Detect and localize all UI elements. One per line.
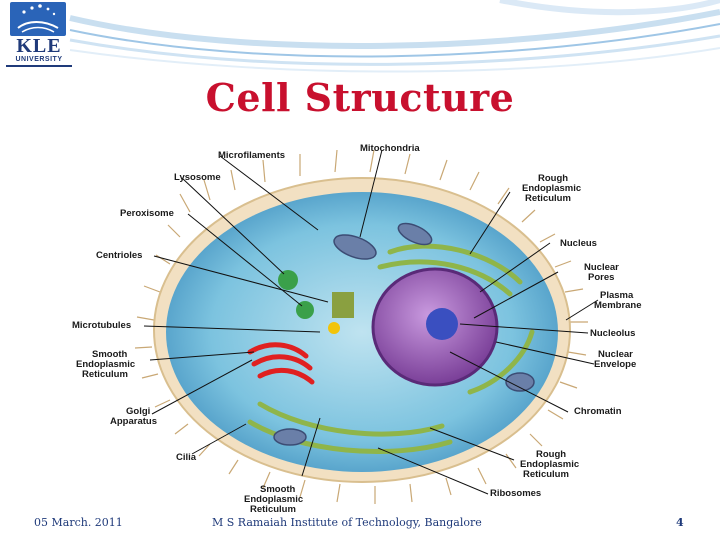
label-rough-er-1: Rough: [538, 173, 568, 184]
label-chromatin: Chromatin: [574, 406, 622, 417]
footer-date: 05 March. 2011: [34, 516, 123, 529]
label-centrioles: Centrioles: [96, 250, 142, 261]
logo-emblem: [10, 2, 66, 36]
label-smooth-er-bottom-3: Reticulum: [250, 504, 296, 514]
label-smooth-er-2: Endoplasmic: [76, 359, 135, 370]
cytoplasm-shape: [166, 192, 558, 472]
label-rough-er-bottom-1: Rough: [536, 449, 566, 460]
nucleolus-shape: [426, 308, 458, 340]
label-nucleolus: Nucleolus: [590, 328, 635, 339]
label-cilia: Cilia: [176, 452, 197, 463]
footer-institution: M S Ramaiah Institute of Technology, Ban…: [212, 516, 482, 529]
page-number: 4: [676, 516, 684, 529]
label-rough-er-bottom-2: Endoplasmic: [520, 459, 579, 470]
centrioles-shape: [332, 292, 354, 318]
label-rough-er-bottom-3: Reticulum: [523, 469, 569, 480]
diagram-labels: Microfilaments Mitochondria Lysosome Rou…: [72, 143, 642, 514]
label-smooth-er-1: Smooth: [92, 349, 128, 360]
logo-text: KLE: [16, 35, 62, 57]
cell-diagram: Microfilaments Mitochondria Lysosome Rou…: [70, 142, 648, 514]
label-peroxisome: Peroxisome: [120, 208, 174, 219]
label-smooth-er-bottom-2: Endoplasmic: [244, 494, 303, 505]
label-golgi-2: Apparatus: [110, 416, 157, 427]
label-microfilaments: Microfilaments: [218, 150, 285, 161]
golgi-shape: [247, 342, 315, 385]
label-mitochondria: Mitochondria: [360, 143, 420, 154]
label-nuclear-pores-2: Pores: [588, 272, 614, 283]
label-nuclear-pores-1: Nuclear: [584, 262, 619, 273]
label-plasma-membrane-2: Membrane: [594, 300, 642, 311]
lysosome-shape: [278, 270, 298, 290]
mitochondria-shapes: [273, 222, 535, 446]
logo-subtext: UNIVERSITY: [15, 56, 63, 63]
label-microtubules: Microtubules: [72, 320, 131, 331]
university-logo: KLE UNIVERSITY: [2, 2, 72, 67]
label-smooth-er-3: Reticulum: [82, 369, 128, 380]
stars-icon: [17, 4, 59, 33]
header-wave-decoration: [69, 0, 720, 73]
logo-rule: [6, 65, 72, 67]
peroxisome-shape: [296, 301, 314, 319]
label-smooth-er-bottom-1: Smooth: [260, 484, 296, 495]
label-ribosomes: Ribosomes: [490, 488, 541, 499]
cilia-fringe: [134, 149, 588, 504]
label-golgi-1: Golgi: [126, 406, 150, 417]
label-rough-er-2: Endoplasmic: [522, 183, 581, 194]
label-nuclear-envelope-2: Envelope: [594, 359, 636, 370]
label-plasma-membrane-1: Plasma: [600, 290, 634, 301]
label-rough-er-3: Reticulum: [525, 193, 571, 204]
centrosome-shape: [328, 322, 340, 334]
label-nuclear-envelope-1: Nuclear: [598, 349, 633, 360]
slide-title: Cell Structure: [205, 75, 515, 120]
label-leader-lines: [143, 149, 599, 495]
label-nucleus: Nucleus: [560, 238, 597, 249]
label-lysosome: Lysosome: [174, 172, 221, 183]
